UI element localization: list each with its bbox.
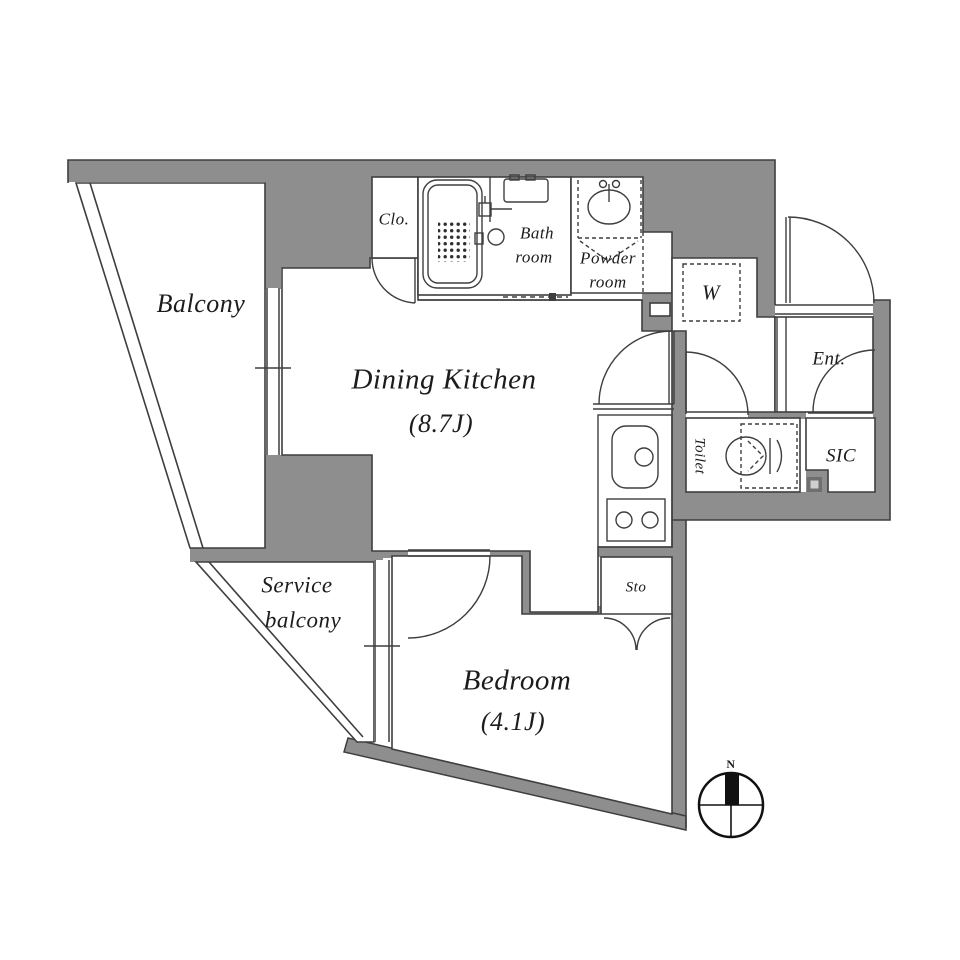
front-door (775, 216, 875, 315)
entrance-step (776, 317, 787, 412)
kitchen-counter (597, 414, 673, 548)
shower-area (487, 174, 549, 246)
toilet-icon (725, 423, 798, 489)
powder-sink-icon (577, 179, 644, 293)
powder-sliding-door (418, 293, 642, 301)
closet-door (371, 257, 416, 304)
bathtub-icon (422, 179, 484, 289)
fixtures (422, 174, 822, 548)
sic-label: SIC (826, 445, 856, 467)
bathroom-label-2: room (515, 247, 553, 267)
powder-room-floor (570, 176, 673, 294)
closet-floor (371, 176, 419, 259)
storage-folding-door (603, 617, 671, 651)
sic-door (808, 349, 876, 414)
service-balcony-label-2: balcony (264, 607, 342, 633)
bedroom-label: Bedroom (462, 664, 572, 697)
powder-room-label-1: Powder (580, 248, 636, 268)
wall-niche (649, 302, 671, 317)
storage-label: Sto (625, 579, 647, 596)
entrance-label: Ent. (812, 348, 846, 370)
dining-kitchen-label: Dining Kitchen (351, 363, 537, 396)
bedroom-door (407, 549, 491, 639)
walls (68, 160, 890, 831)
toilet-door (685, 351, 749, 416)
meter-box-icon (807, 477, 822, 492)
bath-faucet-icon (478, 196, 512, 217)
compass-north-label: N (726, 757, 736, 771)
toilet-label: Toilet (691, 437, 708, 475)
windows (255, 288, 400, 742)
washer-label: W (702, 280, 720, 305)
washer-space-icon (682, 263, 741, 322)
sic-floor (805, 417, 876, 493)
balcony-window (255, 288, 291, 455)
closet-label: Clo. (378, 209, 410, 229)
dining-kitchen-size: (8.7J) (408, 409, 474, 438)
balcony-floor (74, 182, 266, 549)
doors (371, 216, 876, 651)
storage-floor (600, 556, 673, 618)
bedroom-size: (4.1J) (480, 707, 546, 736)
compass-icon (697, 771, 765, 839)
entrance-floor (774, 316, 874, 413)
powder-room-label-2: room (589, 272, 627, 292)
dining-kitchen-door (593, 330, 675, 410)
outer-edges (67, 159, 891, 828)
bedroom-floor (391, 555, 673, 816)
bathroom-label-1: Bath (519, 223, 555, 243)
balcony-label: Balcony (156, 289, 246, 318)
kitchen-sink-icon (611, 425, 659, 489)
service-balcony-label-1: Service (261, 572, 333, 598)
service-balcony-window (364, 560, 400, 742)
stove-icon (606, 498, 666, 542)
rooms (74, 176, 876, 816)
